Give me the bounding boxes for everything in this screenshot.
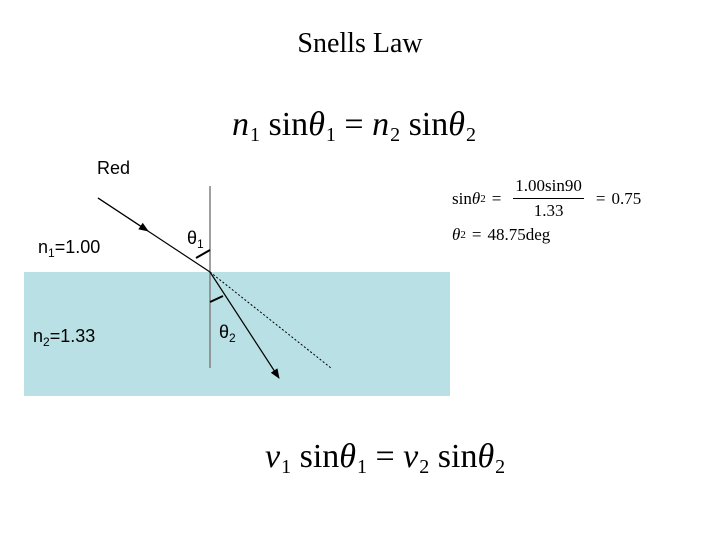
- calc-fraction: 1.00sin90 1.33: [513, 176, 584, 221]
- eq1-n2-sub: 2: [390, 124, 401, 146]
- eq2-sin2: sin: [437, 438, 478, 475]
- eq2-v1-sub: 1: [281, 456, 292, 478]
- n1-value: =1.00: [54, 237, 101, 257]
- eq1-n1-sub: 1: [250, 124, 260, 146]
- eq2-theta1: θ: [339, 438, 356, 475]
- eq1-equals: =: [344, 106, 364, 143]
- eq1-sin1: sin: [268, 106, 309, 143]
- calc-sine-result: 0.75: [611, 188, 642, 208]
- theta2-symbol: θ: [219, 322, 230, 342]
- refracted-ray: [209, 271, 280, 379]
- eq2-v1: v: [265, 438, 281, 475]
- eq1-n2: n: [372, 106, 390, 143]
- n2-sub: 2: [43, 335, 50, 349]
- eq2-theta1-sub: 1: [356, 456, 367, 478]
- ray-color-label: Red: [97, 158, 131, 178]
- eq1-theta2: θ: [448, 106, 465, 143]
- calc-angle-theta-sub: 2: [460, 229, 466, 241]
- eq2-theta2: θ: [477, 438, 495, 475]
- calc-denominator: 1.33: [533, 201, 564, 220]
- theta2-angle-arc: [209, 295, 224, 303]
- calc-theta-sub: 2: [480, 192, 486, 205]
- calc-equals-2: =: [595, 188, 606, 208]
- calc-equals-1: =: [491, 188, 502, 208]
- eq2-v2-sub: 2: [419, 456, 430, 478]
- eq1-theta1-sub: 1: [325, 124, 336, 146]
- calc-sin: sin: [452, 188, 472, 208]
- theta2-sub: 2: [229, 331, 236, 345]
- theta1-angle-arc: [195, 249, 211, 259]
- water-medium-region: [24, 272, 450, 396]
- calc-numerator: 1.00sin90: [513, 176, 584, 199]
- slide-title: Snells Law: [297, 28, 423, 59]
- calc-angle-theta: θ: [452, 225, 461, 244]
- eq2-v2: v: [403, 438, 419, 475]
- theta1-label: θ1: [187, 228, 204, 251]
- incident-ray-arrow: [97, 197, 149, 232]
- n1-sub: 1: [48, 246, 55, 260]
- eq1-n1: n: [232, 106, 249, 143]
- calc-angle-result: 48.75deg: [487, 225, 551, 244]
- n1-label: n1=1.00: [38, 237, 100, 260]
- eq2-sin1: sin: [299, 438, 340, 475]
- n2-label: n2=1.33: [33, 326, 95, 349]
- calc-angle-equals: =: [471, 225, 482, 244]
- theta1-sub: 1: [197, 237, 204, 251]
- extended-incident-ray: [209, 271, 332, 369]
- n2-symbol: n: [33, 326, 44, 346]
- snells-law-index-equation: n1 sinθ1 = n2 sinθ2: [232, 106, 476, 147]
- eq1-sin2: sin: [408, 106, 449, 143]
- calc-theta: θ: [471, 188, 481, 208]
- eq2-equals: =: [375, 438, 395, 475]
- eq1-theta2-sub: 2: [465, 124, 476, 146]
- theta1-symbol: θ: [187, 228, 198, 248]
- eq2-theta2-sub: 2: [495, 456, 506, 478]
- theta2-label: θ2: [219, 322, 236, 345]
- snells-law-velocity-equation: v1 sinθ1 = v2 sinθ2: [265, 438, 505, 479]
- n2-value: =1.33: [49, 326, 96, 346]
- eq1-theta1: θ: [308, 106, 325, 143]
- n1-symbol: n: [38, 237, 49, 257]
